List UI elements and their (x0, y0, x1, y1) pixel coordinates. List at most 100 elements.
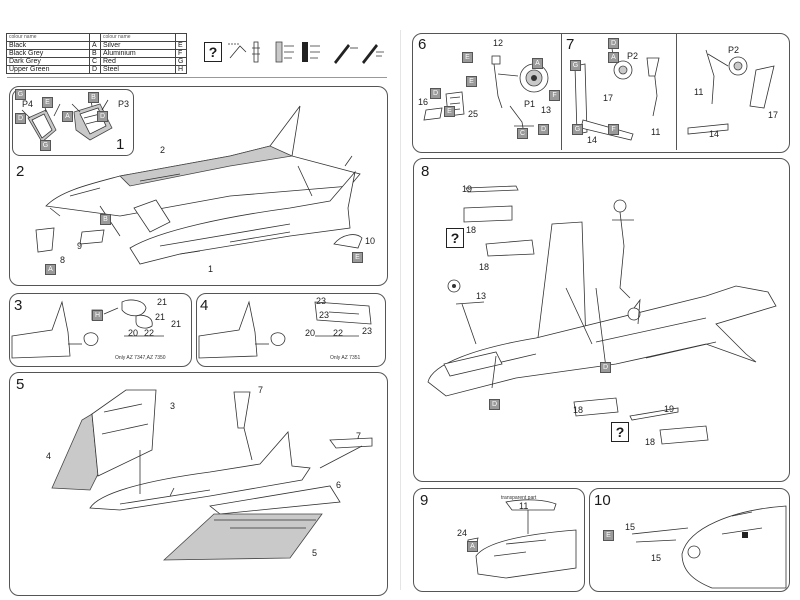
colour-tag: A (45, 264, 56, 275)
legend-header-right: colour name (100, 33, 176, 42)
part-label: 25 (468, 109, 479, 119)
colour-tag: D (538, 124, 549, 135)
colour-tag: B (88, 92, 99, 103)
colour-tag: E (603, 530, 614, 541)
step-number-6: 6 (418, 36, 427, 53)
colour-tag: E (462, 52, 473, 63)
colour-tag: A (467, 541, 478, 552)
colour-tag: G (572, 124, 583, 135)
colour-tag: D (489, 399, 500, 410)
part-label: 10 (365, 236, 376, 246)
part-label: P2 (728, 45, 740, 55)
part-label: P1 (524, 99, 536, 109)
legend-colour-code: E (175, 41, 187, 50)
legend-colour-name: Steel (100, 65, 176, 74)
step-number-10: 10 (594, 492, 611, 509)
part-label: 23 (362, 326, 373, 336)
colour-tag: E (352, 252, 363, 263)
legend-colour-code: D (89, 65, 101, 74)
part-label: 11 (519, 501, 529, 511)
legend-colour-code: C (89, 57, 101, 66)
part-label: 19 (664, 404, 675, 414)
part-label: 13 (476, 291, 487, 301)
colour-tag: D (608, 38, 619, 49)
step-number-7: 7 (566, 36, 575, 53)
wing-tail-assembly-drawing (51, 389, 373, 561)
part-label: 14 (709, 129, 720, 139)
part-label: 2 (160, 145, 166, 155)
fuselage-assembly-drawing (35, 105, 363, 265)
legend-colour-code: B (89, 49, 101, 58)
part-label: 11 (694, 87, 704, 97)
canopy-drawing (467, 499, 577, 579)
part-label: 23 (316, 296, 327, 306)
part-label: P4 (22, 99, 34, 109)
legend-colour-code: G (175, 57, 187, 66)
part-label: 8 (60, 255, 66, 265)
part-label: 1 (208, 264, 214, 274)
legend-colour-code: A (89, 41, 101, 50)
paint-icon (302, 42, 320, 62)
part-label: 19 (462, 184, 473, 194)
colour-tag: D (600, 362, 611, 373)
part-label: 7 (258, 385, 264, 395)
part-label: 5 (312, 548, 318, 558)
part-label: 12 (493, 38, 504, 48)
colour-tag: H (92, 310, 103, 321)
part-label: 4 (46, 451, 52, 461)
colour-tag: E (42, 97, 53, 108)
part-label: 7 (356, 431, 362, 441)
part-label: 9 (77, 241, 83, 251)
colour-tag: G (570, 60, 581, 71)
part-label: 16 (418, 97, 429, 107)
part-label: 20 (128, 328, 139, 338)
header-separator (7, 77, 387, 78)
part-note: transparent part (501, 495, 537, 501)
legend-colour-name: Black (6, 41, 90, 50)
part-label: 18 (479, 262, 490, 272)
colour-tag: G (15, 89, 26, 100)
step-number-3: 3 (14, 297, 23, 314)
nose-gear-drawing-b (687, 49, 775, 135)
colour-tag: A (608, 52, 619, 63)
part-label: 18 (466, 225, 477, 235)
part-label: 24 (457, 528, 468, 538)
part-label: 13 (541, 105, 552, 115)
landing-gear-install-drawing (427, 185, 777, 445)
legend-colour-name: Black Grey (6, 49, 90, 58)
variant-note: Only AZ 7347,AZ 7350 (115, 355, 166, 361)
part-label: 22 (144, 328, 155, 338)
drill-icon (362, 44, 384, 64)
colour-tag: G (40, 140, 51, 151)
colour-tag: D (15, 113, 26, 124)
part-label: 11 (651, 127, 661, 137)
step-number-5: 5 (16, 376, 25, 393)
part-label: 18 (645, 437, 656, 447)
step-number-4: 4 (200, 297, 209, 314)
legend-colour-name: Red (100, 57, 176, 66)
seat-assembly-drawing (21, 95, 113, 143)
colour-tag: C (517, 128, 528, 139)
part-label: 21 (157, 297, 168, 307)
colour-tag: A (532, 58, 543, 69)
legend-colour-code: F (175, 49, 187, 58)
part-label: 15 (625, 522, 636, 532)
colour-tag: E (466, 76, 477, 87)
bend-icon (228, 43, 247, 59)
legend-colour-name: Silver (100, 41, 176, 50)
step-number-9: 9 (420, 492, 429, 509)
part-label: 17 (768, 110, 779, 120)
instruction-symbols (228, 41, 384, 64)
part-label: 17 (603, 93, 614, 103)
part-label: 20 (305, 328, 316, 338)
colour-tag: E (444, 106, 455, 117)
part-label: P3 (118, 99, 130, 109)
variant-note: Only AZ 7351 (330, 355, 361, 361)
cut-icon (252, 41, 260, 63)
colour-tag: D (430, 88, 441, 99)
step-number-1: 1 (116, 136, 125, 153)
part-label: 14 (587, 135, 598, 145)
panel-7-divider (676, 34, 677, 150)
legend-header-left: colour name (6, 33, 90, 42)
step-number-8: 8 (421, 163, 430, 180)
